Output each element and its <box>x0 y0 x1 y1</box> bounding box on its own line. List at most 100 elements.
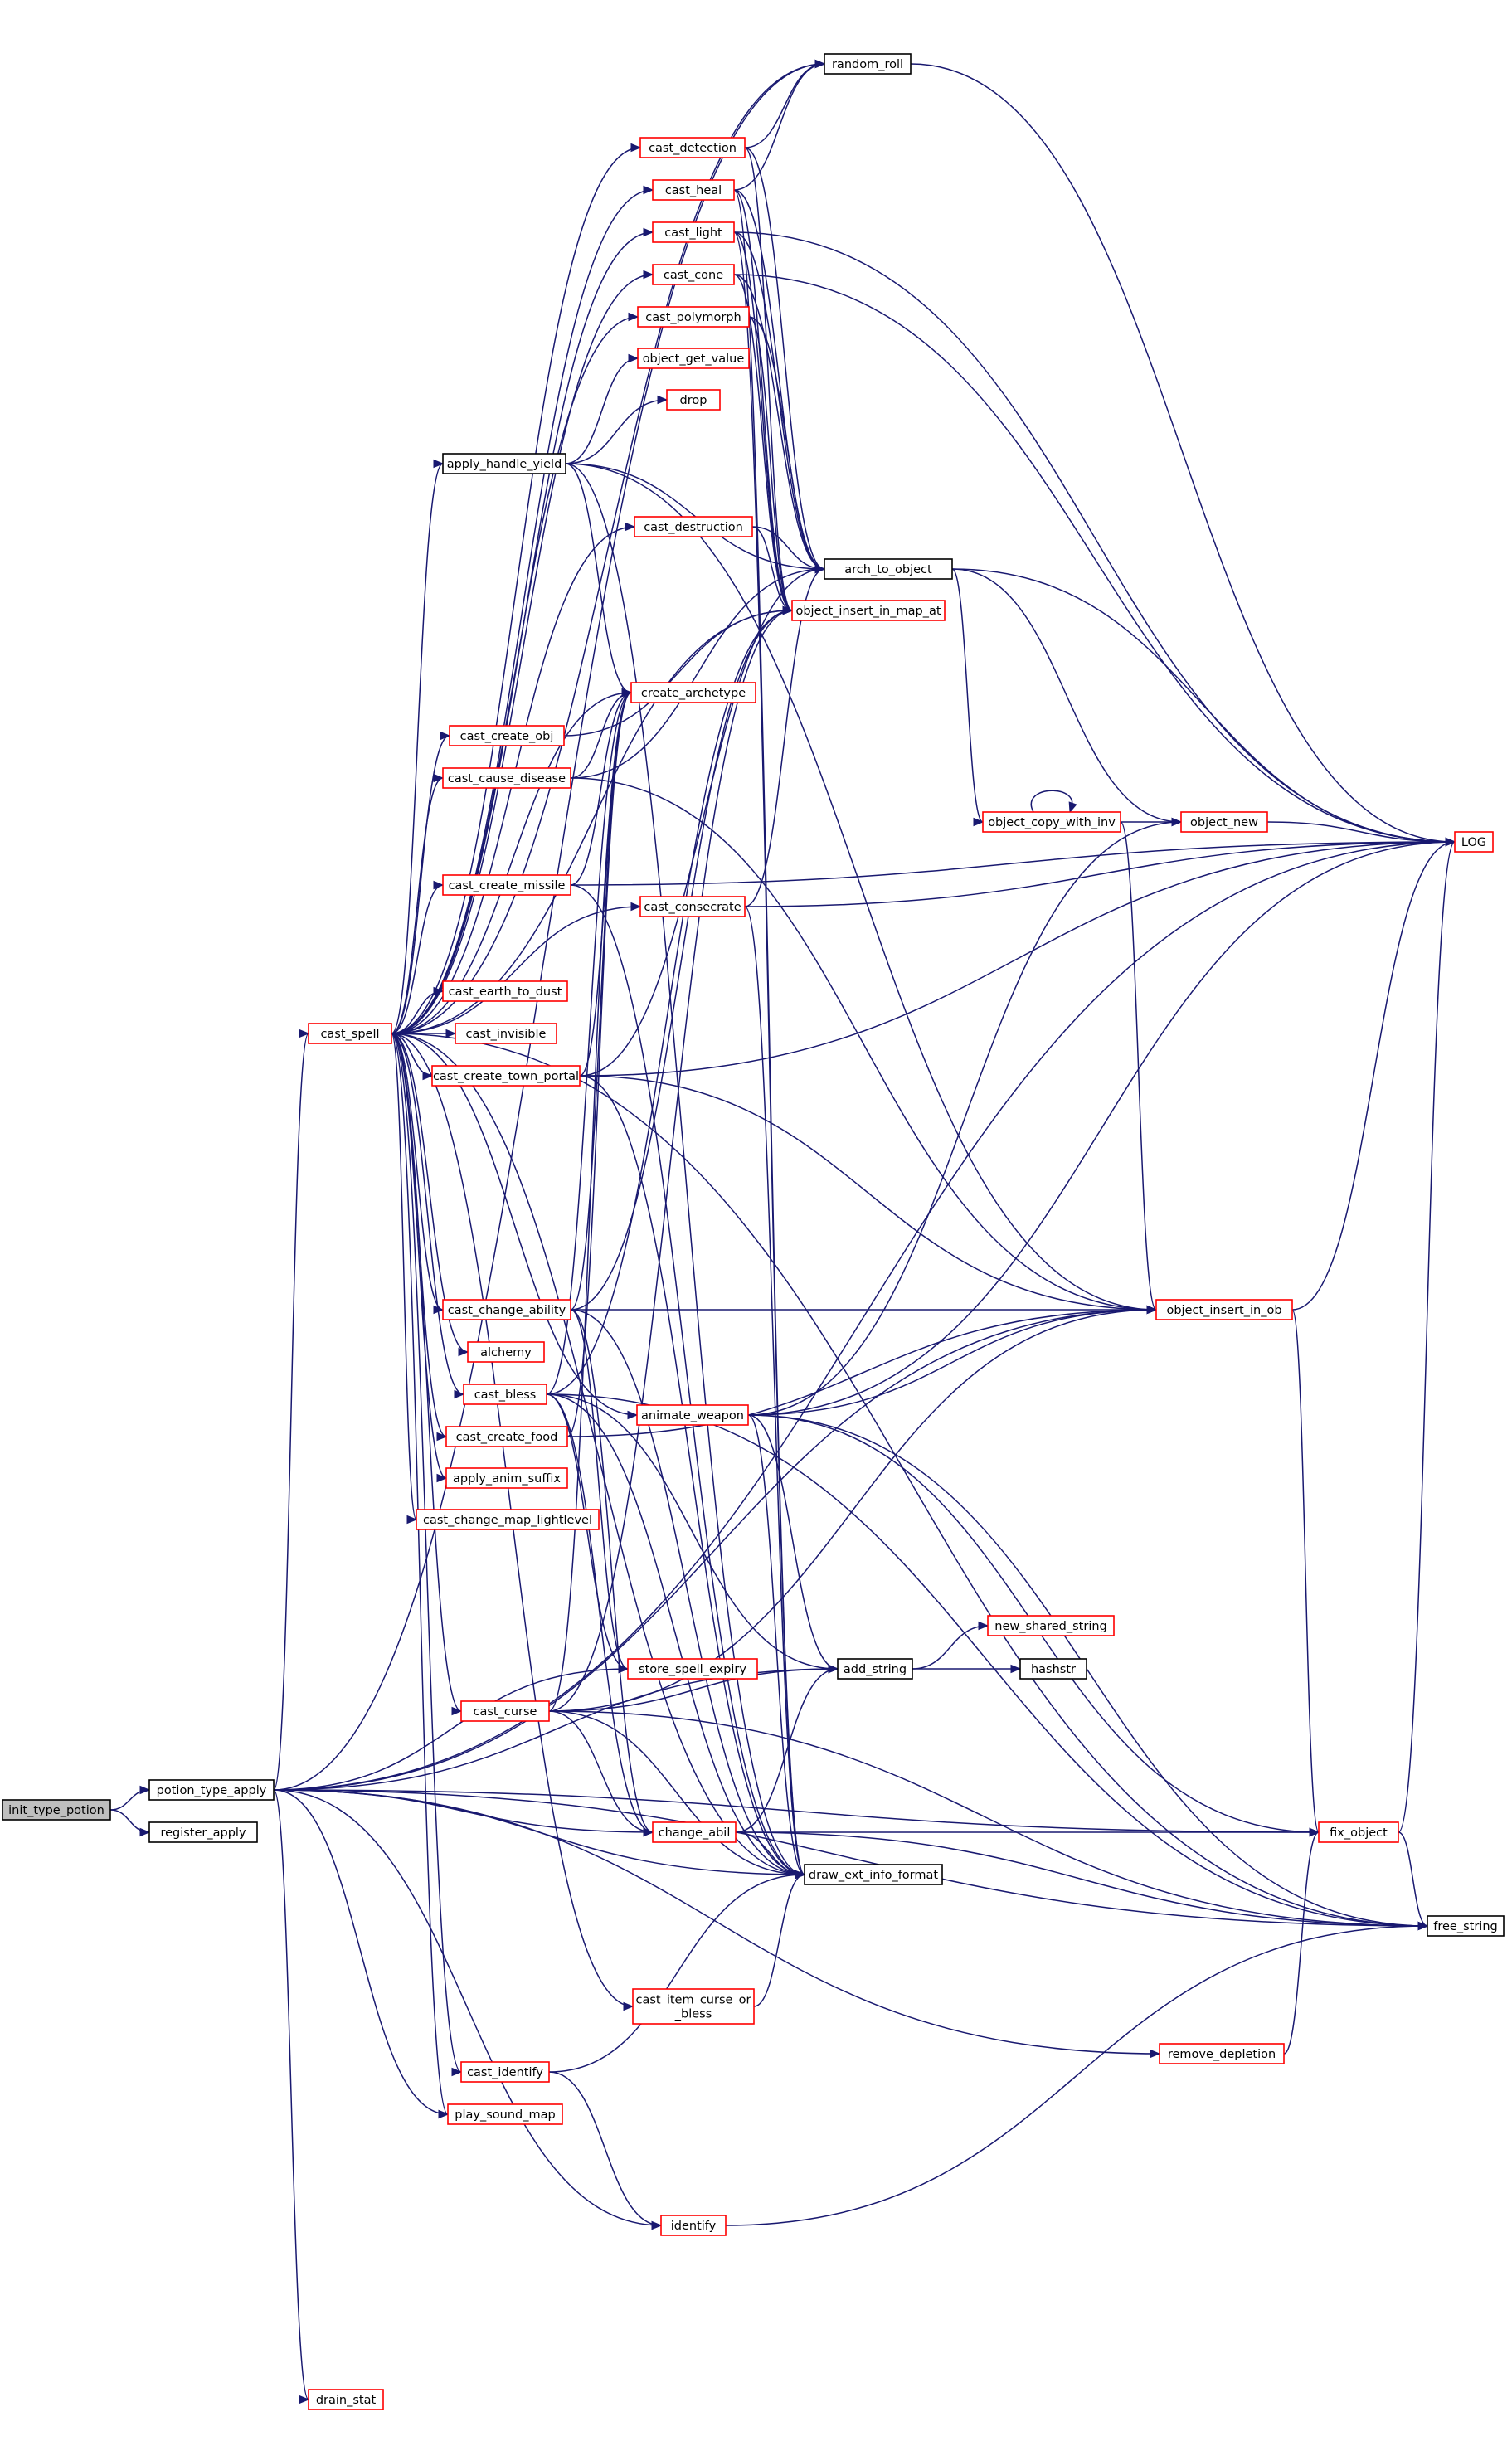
node-box <box>666 389 721 411</box>
edge-cast-change-ability-to-change-abil <box>570 1309 654 1837</box>
node-alchemy[interactable]: alchemy <box>467 1341 545 1363</box>
arrowhead-icon <box>438 2109 450 2119</box>
node-apply-anim-suffix[interactable]: apply_anim_suffix <box>445 1467 568 1489</box>
node-cast-light[interactable]: cast_light <box>652 221 735 243</box>
edge-cast-detection-to-random-roll <box>744 59 826 148</box>
edge-line <box>1398 841 1456 1833</box>
edge-line <box>548 2071 662 2226</box>
edge-line <box>579 1075 1157 1311</box>
edge-line <box>391 274 654 1034</box>
node-create-archetype[interactable]: create_archetype <box>630 682 756 703</box>
node-cast-item-curse-or-bless[interactable]: cast_item_curse_or_bless <box>632 1988 755 2025</box>
arrowhead-icon <box>795 1870 806 1880</box>
edge-line <box>546 1393 629 1670</box>
edge-cast-heal-to-arch-to-object <box>733 189 826 574</box>
arrowhead-icon <box>1445 837 1456 847</box>
node-cast-create-town-portal[interactable]: cast_create_town_portal <box>431 1065 581 1087</box>
edge-cast-spell-to-cast-identify <box>391 1033 463 2077</box>
node-play-sound-map[interactable]: play_sound_map <box>447 2103 563 2125</box>
edge-line <box>546 610 793 1395</box>
node-object-get-value[interactable]: object_get_value <box>637 348 750 369</box>
node-label: new_shared_string <box>994 1620 1107 1633</box>
node-log[interactable]: LOG <box>1454 831 1494 853</box>
edge-animate-weapon-to-log <box>747 837 1456 1416</box>
node-cast-change-map-lightlevel[interactable]: cast_change_map_lightlevel <box>416 1509 600 1530</box>
node-label: arch_to_object <box>844 563 932 576</box>
edge-line <box>548 1710 654 1833</box>
node-box <box>637 348 750 369</box>
edge-cast-bless-to-object-insert-in-map-at <box>546 605 794 1395</box>
node-new-shared-string[interactable]: new_shared_string <box>987 1615 1115 1636</box>
node-label: free_string <box>1433 1920 1497 1933</box>
node-cast-spell[interactable]: cast_spell <box>308 1023 392 1044</box>
edge-line <box>565 463 632 693</box>
node-box <box>1454 831 1494 853</box>
arrowhead-icon <box>433 880 445 890</box>
node-remove-depletion[interactable]: remove_depletion <box>1159 2043 1285 2064</box>
arrowhead-icon <box>643 1827 654 1837</box>
arrowhead-icon <box>978 1621 989 1631</box>
node-label: cast_cone <box>664 269 723 282</box>
node-box <box>637 306 750 328</box>
node-animate-weapon[interactable]: animate_weapon <box>636 1404 749 1426</box>
edge-cast-spell-to-cast-earth-to-dust <box>391 986 445 1034</box>
node-cast-create-missile[interactable]: cast_create_missile <box>442 874 571 896</box>
edge-line <box>733 274 1456 843</box>
node-drop[interactable]: drop <box>666 389 721 411</box>
node-fix-object[interactable]: fix_object <box>1318 1821 1399 1843</box>
arrowhead-icon <box>627 1410 639 1420</box>
node-box <box>837 1658 913 1680</box>
arrowhead-icon <box>643 227 654 237</box>
node-cast-cause-disease[interactable]: cast_cause_disease <box>442 767 571 789</box>
node-object-copy-with-inv[interactable]: object_copy_with_inv <box>982 811 1121 833</box>
node-cast-earth-to-dust[interactable]: cast_earth_to_dust <box>442 980 568 1002</box>
node-box <box>1318 1821 1399 1843</box>
node-box <box>1019 1658 1087 1680</box>
node-cast-polymorph[interactable]: cast_polymorph <box>637 306 750 328</box>
edge-line <box>951 568 984 823</box>
edge-line <box>1398 1831 1428 1927</box>
node-box <box>652 1821 737 1843</box>
edge-line <box>733 63 825 191</box>
node-cast-identify[interactable]: cast_identify <box>460 2061 550 2083</box>
node-cast-consecrate[interactable]: cast_consecrate <box>639 896 746 917</box>
node-random-roll: random_roll <box>824 53 912 75</box>
node-object-insert-in-map-at[interactable]: object_insert_in_map_at <box>791 600 946 621</box>
edge-cast-curse-to-change-abil <box>548 1710 654 1837</box>
node-store-spell-expiry[interactable]: store_spell_expiry <box>627 1658 758 1680</box>
node-cast-create-food[interactable]: cast_create_food <box>445 1426 568 1447</box>
node-cast-change-ability[interactable]: cast_change_ability <box>442 1299 571 1320</box>
edge-line <box>744 147 793 611</box>
node-cast-invisible[interactable]: cast_invisible <box>455 1023 557 1044</box>
node-cast-create-obj[interactable]: cast_create_obj <box>449 725 565 746</box>
arrowhead-icon <box>621 688 633 698</box>
edge-fix-object-to-log <box>1398 837 1456 1833</box>
node-cast-destruction[interactable]: cast_destruction <box>634 516 753 537</box>
node-cast-detection[interactable]: cast_detection <box>639 137 746 158</box>
node-cast-heal[interactable]: cast_heal <box>652 179 735 201</box>
edge-init-type-potion-to-potion-type-apply <box>109 1785 151 1811</box>
node-box <box>442 1299 571 1320</box>
node-drain-stat[interactable]: drain_stat <box>308 2389 384 2410</box>
node-object-new[interactable]: object_new <box>1180 811 1268 833</box>
edge-line <box>744 147 825 570</box>
edge-line <box>548 1710 1428 1927</box>
node-box <box>627 1658 758 1680</box>
node-cast-cone[interactable]: cast_cone <box>652 264 735 285</box>
node-label: random_roll <box>832 58 903 71</box>
arrowhead-icon <box>657 395 668 405</box>
node-label: cast_bless <box>474 1388 537 1402</box>
edge-cast-spell-to-cast-polymorph <box>391 312 639 1034</box>
edge-line <box>579 1075 805 1875</box>
node-box <box>442 767 571 789</box>
node-change-abil[interactable]: change_abil <box>652 1821 737 1843</box>
node-box <box>445 1426 568 1447</box>
node-label: object_copy_with_inv <box>988 816 1116 829</box>
node-cast-bless[interactable]: cast_bless <box>463 1384 547 1405</box>
node-identify[interactable]: identify <box>660 2215 727 2236</box>
edge-line <box>733 189 825 570</box>
node-object-insert-in-ob[interactable]: object_insert_in_ob <box>1155 1299 1293 1320</box>
node-cast-curse[interactable]: cast_curse <box>460 1700 550 1722</box>
edge-line <box>910 63 1456 843</box>
